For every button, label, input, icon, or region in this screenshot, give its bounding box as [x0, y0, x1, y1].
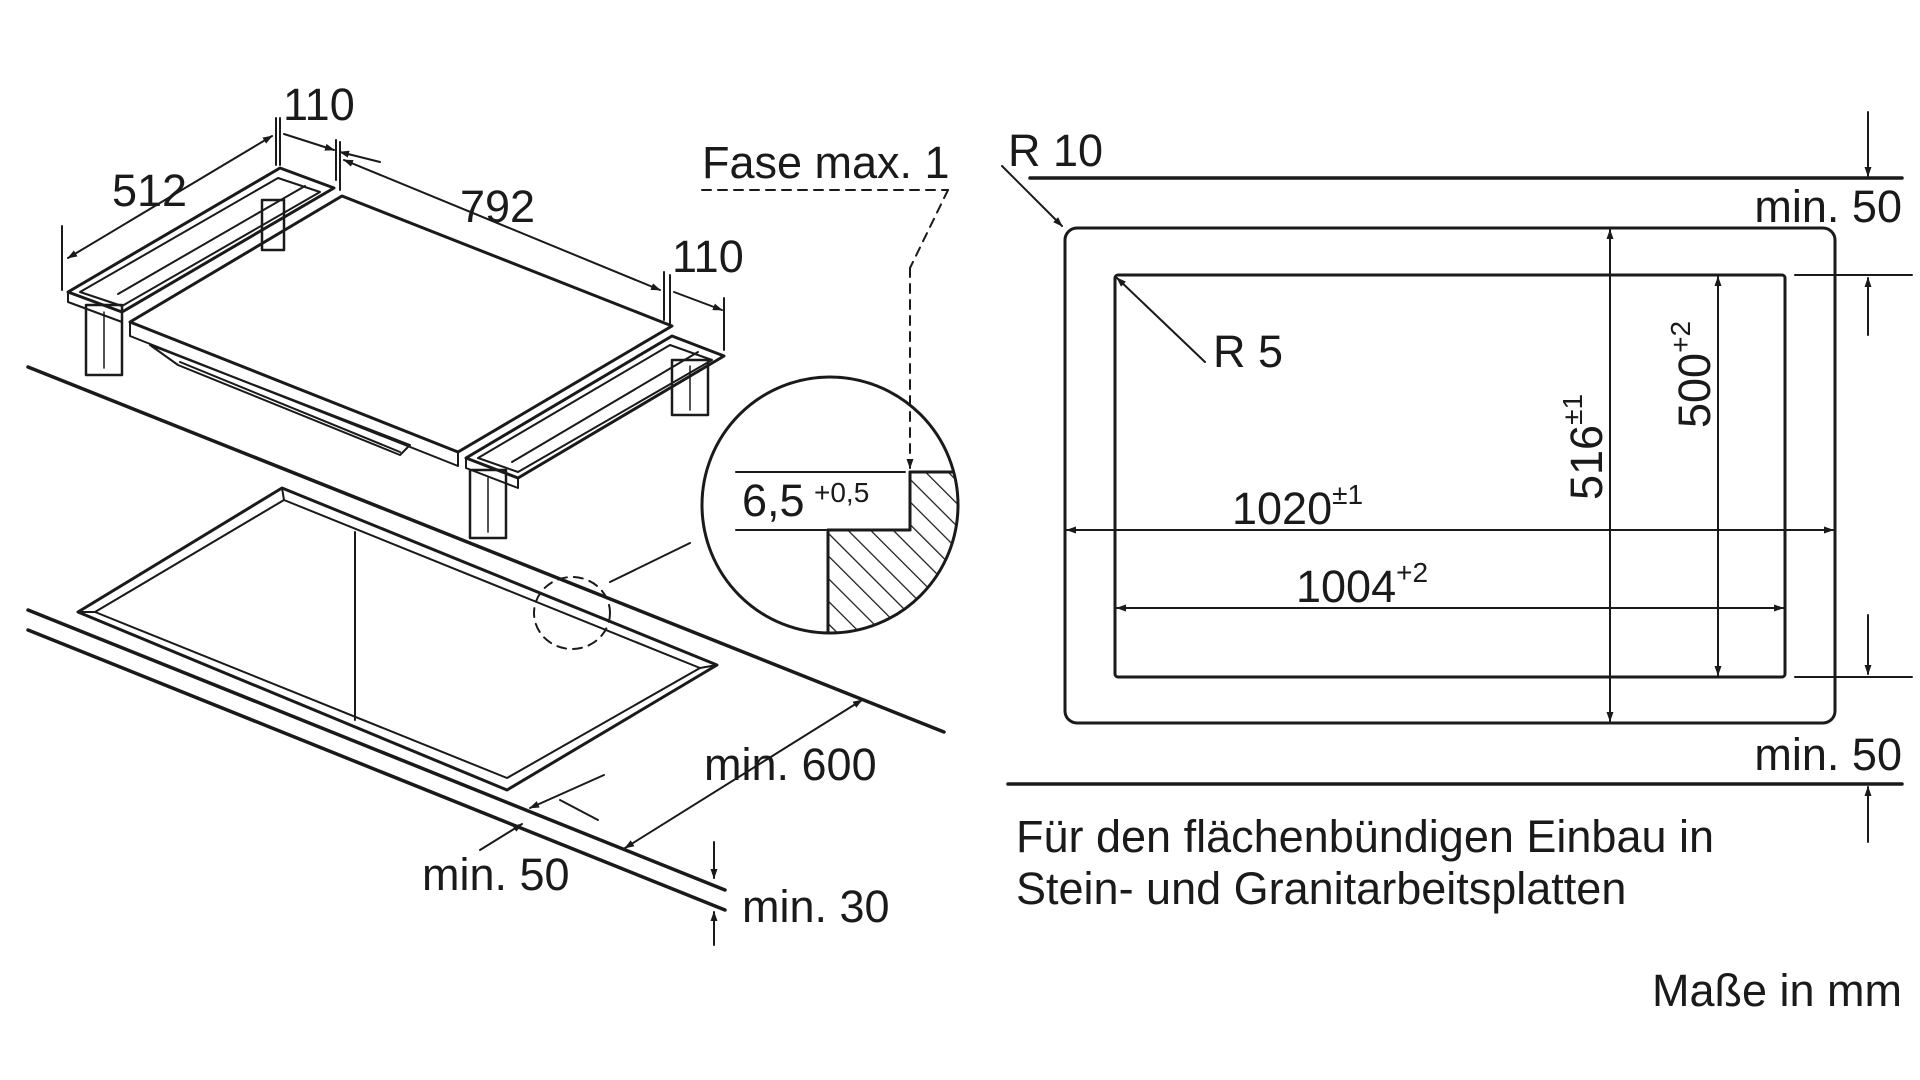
worktop-front-edge-top	[26, 608, 727, 892]
hob-with-extractors	[66, 166, 726, 540]
width-1004-label: 1004+2	[1296, 557, 1428, 612]
dim-110-top-label: 110	[283, 79, 355, 130]
min-600-label: min. 600	[704, 739, 877, 790]
width-1020-label: 1020±1	[1232, 479, 1363, 534]
r5-label: R 5	[1213, 326, 1283, 377]
inner-cutout-rect	[1113, 273, 1787, 679]
isometric-view: 110 512 792 110 min. 600 min. 50 min. 30	[26, 79, 946, 946]
worktop-front-edge-bottom	[26, 628, 727, 912]
dim-110-right-label: 110	[672, 231, 744, 282]
dim-792-label: 792	[460, 181, 535, 232]
depth-base-label: 6,5	[742, 475, 805, 526]
outer-cutout-rect	[1063, 226, 1837, 725]
fase-label: Fase max. 1	[702, 137, 950, 188]
detail-marker-ellipse	[533, 576, 611, 650]
height-500-label: 500+2	[1665, 321, 1720, 428]
worktop-back-edge	[26, 365, 946, 734]
plan-view: R 10 R 5 min. 50 min. 50 1020±1 1004+2 5…	[1001, 111, 1913, 914]
min-50-left-label: min. 50	[422, 849, 570, 900]
min-30-label: min. 30	[742, 881, 890, 932]
min-50-bottom-label: min. 50	[1754, 729, 1902, 780]
depth-tolerance-label: +0,5	[814, 477, 869, 508]
units-note: Maße in mm	[1652, 965, 1902, 1016]
dim-512-label: 512	[112, 165, 187, 216]
worktop-cutout	[76, 486, 719, 792]
min-50-top-label: min. 50	[1754, 181, 1902, 232]
caption-line-1: Für den flächenbündigen Einbau in	[1016, 811, 1714, 862]
detail-leader-line	[609, 542, 691, 583]
r10-label: R 10	[1008, 125, 1103, 176]
chamfer-detail: Fase max. 1 6,5 +0,5	[700, 137, 960, 635]
caption-line-2: Stein- und Granitarbeitsplatten	[1016, 863, 1626, 914]
height-516-label: 516±1	[1557, 394, 1612, 500]
iso-dimension-lines	[61, 117, 863, 946]
